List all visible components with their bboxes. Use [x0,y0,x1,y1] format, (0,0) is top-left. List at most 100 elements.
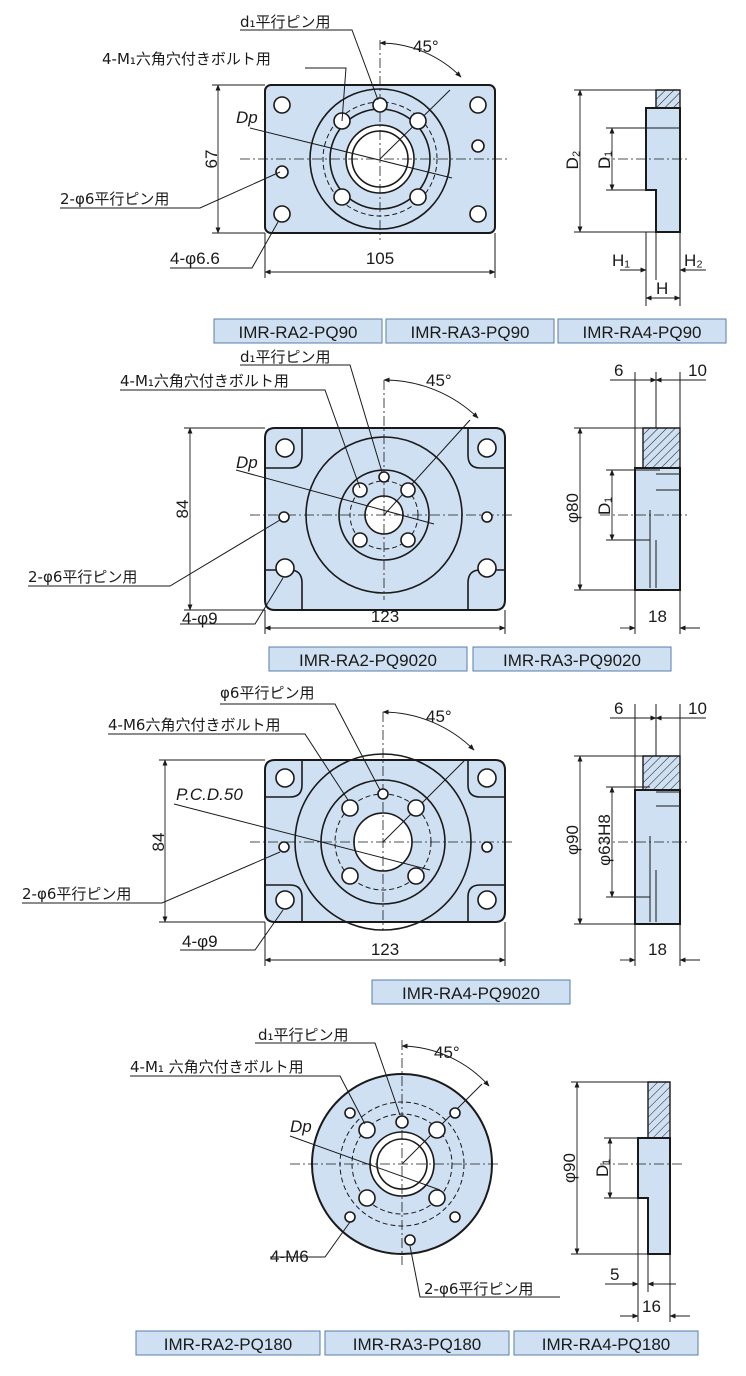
s1-dp: Dp [236,108,258,127]
s2-d1: D₁ [595,497,614,515]
s2-holes: 4-φ9 [182,609,218,628]
bolt-hole-icon [409,188,427,206]
bolt-hole-icon [358,1121,376,1139]
corner-hole-icon [275,768,295,788]
s3-bolt-label: 4-M6六角穴付きボルト用 [108,716,280,734]
s3-side-dia: φ90 [563,825,582,855]
bolt-hole-icon [409,112,427,130]
section-2-side-view [574,372,706,634]
s4-side-dia: φ90 [560,1153,579,1183]
corner-hole-icon [477,558,497,578]
section-3-top-view [22,703,515,966]
s4-thickness: 16 [642,1297,661,1316]
pin-hole-icon [481,511,493,523]
s2-side-dia: φ80 [563,493,582,523]
bolt-hole-icon [428,1121,446,1139]
tap-hole-icon [344,1107,356,1119]
s4-bolt-label: 4-M₁ 六角穴付きボルト用 [130,1058,304,1076]
s1-angle: 45° [413,37,439,56]
s3-t1: 6 [614,699,623,718]
s3-thickness: 18 [648,940,667,959]
pin-hole-icon [275,165,289,179]
bolt-hole-icon [341,799,359,817]
s3-dim-width: 123 [371,940,399,959]
s3-model-labels: IMR-RA4-PQ9020 [371,979,571,1005]
s1-pin-label: d₁平行ピン用 [240,13,331,31]
corner-hole-icon [469,96,487,114]
tap-hole-icon [344,1211,356,1223]
corner-hole-icon [477,768,497,788]
bolt-hole-icon [400,482,416,498]
s3-holes: 4-φ9 [182,932,218,951]
section-4-top-view [130,1040,560,1298]
s2-pin-label: d₁平行ピン用 [240,348,331,366]
s1-h2: H₂ [684,251,703,270]
tap-hole-icon [449,1107,461,1119]
s1-d2: D₂ [563,151,582,170]
bolt-hole-icon [358,1189,376,1207]
s2-dim-height: 84 [173,500,192,519]
s4-pin-label: d₁平行ピン用 [258,1026,349,1044]
s2-dp: Dp [236,453,258,472]
corner-hole-icon [275,558,295,578]
s1-h: H [656,279,668,298]
section-1-top-view [60,29,510,278]
s1-d1: D₁ [595,151,614,169]
corner-hole-icon [275,438,295,458]
s3-angle: 45° [426,707,452,726]
bolt-hole-icon [428,1189,446,1207]
s4-d1: D₁ [593,1159,612,1177]
s1-h1: H₁ [612,251,630,270]
s1-dim-height: 67 [202,150,221,169]
bolt-hole-icon [400,532,416,548]
d1-pin-hole-icon [395,1115,409,1129]
corner-hole-icon [273,96,291,114]
pin-hole-icon [278,841,290,853]
s1-model-labels: IMR-RA2-PQ90 IMR-RA3-PQ90 IMR-RA4-PQ90 [213,318,727,344]
d1-pin-hole-icon [372,97,388,113]
s2-t1: 6 [614,361,623,380]
bolt-hole-icon [407,799,425,817]
section-1-side-view [574,89,706,306]
s2-dim-width: 123 [371,607,399,626]
pin-hole-icon [404,1234,416,1246]
s1-bolt-label: 4-M₁六角穴付きボルト用 [102,50,271,68]
s4-taps: 4-M6 [270,1247,309,1266]
corner-hole-icon [275,890,295,910]
model-label: IMR-RA3-PQ180 [353,1335,481,1354]
model-label: IMR-RA4-PQ180 [542,1335,670,1354]
bolt-hole-icon [352,532,368,548]
pin-hole-icon [377,788,389,800]
tap-hole-icon [449,1211,461,1223]
s4-side-pin: 2-φ6平行ピン用 [424,1280,533,1298]
section-2-top-view [28,364,515,634]
bolt-hole-icon [407,867,425,885]
s3-t2: 10 [688,699,707,718]
s2-bolt-label: 4-M₁六角穴付きボルト用 [120,372,289,390]
s4-t1: 5 [610,1265,619,1284]
corner-hole-icon [477,890,497,910]
s2-side-pin: 2-φ6平行ピン用 [28,568,137,586]
s2-model-labels: IMR-RA2-PQ9020 IMR-RA3-PQ9020 [268,646,672,672]
model-label: IMR-RA4-PQ90 [582,323,701,342]
s4-model-labels: IMR-RA2-PQ180 IMR-RA3-PQ180 IMR-RA4-PQ18… [135,1330,699,1356]
s2-angle: 45° [426,371,452,390]
model-label: IMR-RA4-PQ9020 [402,984,540,1003]
s4-angle: 45° [434,1043,460,1062]
model-label: IMR-RA2-PQ90 [238,323,357,342]
bolt-hole-icon [341,867,359,885]
s3-side-pin: 2-φ6平行ピン用 [22,885,131,903]
s3-pcd: P.C.D.50 [176,785,243,804]
corner-hole-icon [273,205,291,223]
corner-hole-icon [477,438,497,458]
model-label: IMR-RA2-PQ9020 [299,651,437,670]
s2-thickness: 18 [648,607,667,626]
model-label: IMR-RA2-PQ180 [164,1335,292,1354]
s4-dp: Dp [290,1117,312,1136]
s3-pin-label: φ6平行ピン用 [220,684,314,702]
section-3-side-view [574,704,706,966]
pin-hole-icon [278,511,290,523]
section-4-side-view [571,1081,690,1322]
corner-hole-icon [469,205,487,223]
